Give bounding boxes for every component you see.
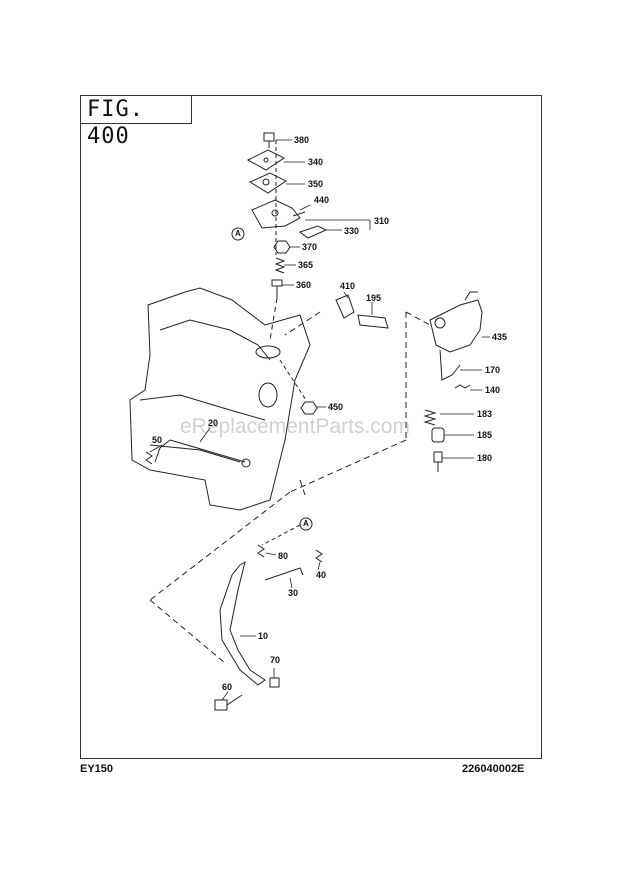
part-label-30: 30 (288, 588, 299, 598)
nut-70-drawing (269, 677, 280, 688)
nut-370-drawing (273, 240, 291, 254)
reference-mark-a-bottom: A (303, 519, 309, 528)
plate-350-drawing (248, 172, 287, 194)
part-label-80: 80 (278, 551, 289, 561)
part-410-drawing (335, 294, 355, 319)
part-label-365: 365 (298, 260, 314, 270)
part-label-370: 370 (302, 242, 318, 252)
part-label-185: 185 (477, 430, 493, 440)
lever-10-drawing (219, 560, 266, 686)
lever-170-drawing (439, 349, 461, 381)
part-label-330: 330 (344, 226, 360, 236)
part-label-195: 195 (366, 293, 382, 303)
part-label-450: 450 (328, 402, 344, 412)
screw-180-drawing (433, 451, 443, 472)
part-label-50: 50 (152, 435, 163, 445)
part-label-140: 140 (485, 385, 501, 395)
part-label-60: 60 (222, 682, 233, 692)
part-label-310: 310 (374, 216, 390, 226)
lever-bracket-drawing (251, 199, 306, 229)
screw-360-drawing (271, 279, 283, 298)
spring-140-drawing (454, 384, 471, 389)
drawing-number: 226040002E (462, 763, 525, 775)
rod-30-drawing (264, 567, 304, 581)
part-label-435: 435 (492, 332, 508, 342)
model-number: EY150 (80, 763, 114, 775)
spring-365-drawing (274, 257, 286, 274)
part-label-183: 183 (477, 409, 493, 419)
plate-340-drawing (246, 149, 285, 171)
part-330-drawing (298, 225, 328, 239)
reference-circle-a-top (231, 227, 245, 241)
spring-40-drawing (315, 549, 323, 563)
part-label-170: 170 (485, 365, 501, 375)
part-195-drawing (357, 314, 389, 329)
spring-50-drawing (145, 451, 153, 465)
part-label-40: 40 (316, 570, 327, 580)
bracket-435-drawing (429, 291, 483, 353)
part-label-70: 70 (270, 655, 281, 665)
part-label-350: 350 (308, 179, 324, 189)
engine-block-drawing (129, 287, 311, 511)
nut-450-drawing (300, 401, 318, 415)
diagram-frame (80, 95, 542, 759)
part-label-410: 410 (340, 281, 356, 291)
bolt-60-drawing (214, 694, 243, 711)
part-label-180: 180 (477, 453, 493, 463)
shaft-20-drawing (154, 439, 251, 468)
watermark: eReplacementParts.com (180, 415, 410, 438)
bolt-380-drawing (263, 132, 275, 148)
part-label-380: 380 (294, 135, 310, 145)
part-label-440: 440 (314, 195, 330, 205)
spring-80-drawing (257, 544, 265, 558)
reference-mark-a-top: A (235, 229, 241, 238)
part-185-drawing (431, 427, 445, 443)
part-label-10: 10 (258, 631, 269, 641)
spring-183-drawing (423, 409, 437, 426)
part-label-340: 340 (308, 157, 324, 167)
part-label-360: 360 (296, 280, 312, 290)
part-label-20: 20 (208, 418, 219, 428)
figure-title: FIG. 400 (80, 95, 192, 149)
reference-circle-a-bottom (299, 517, 313, 531)
